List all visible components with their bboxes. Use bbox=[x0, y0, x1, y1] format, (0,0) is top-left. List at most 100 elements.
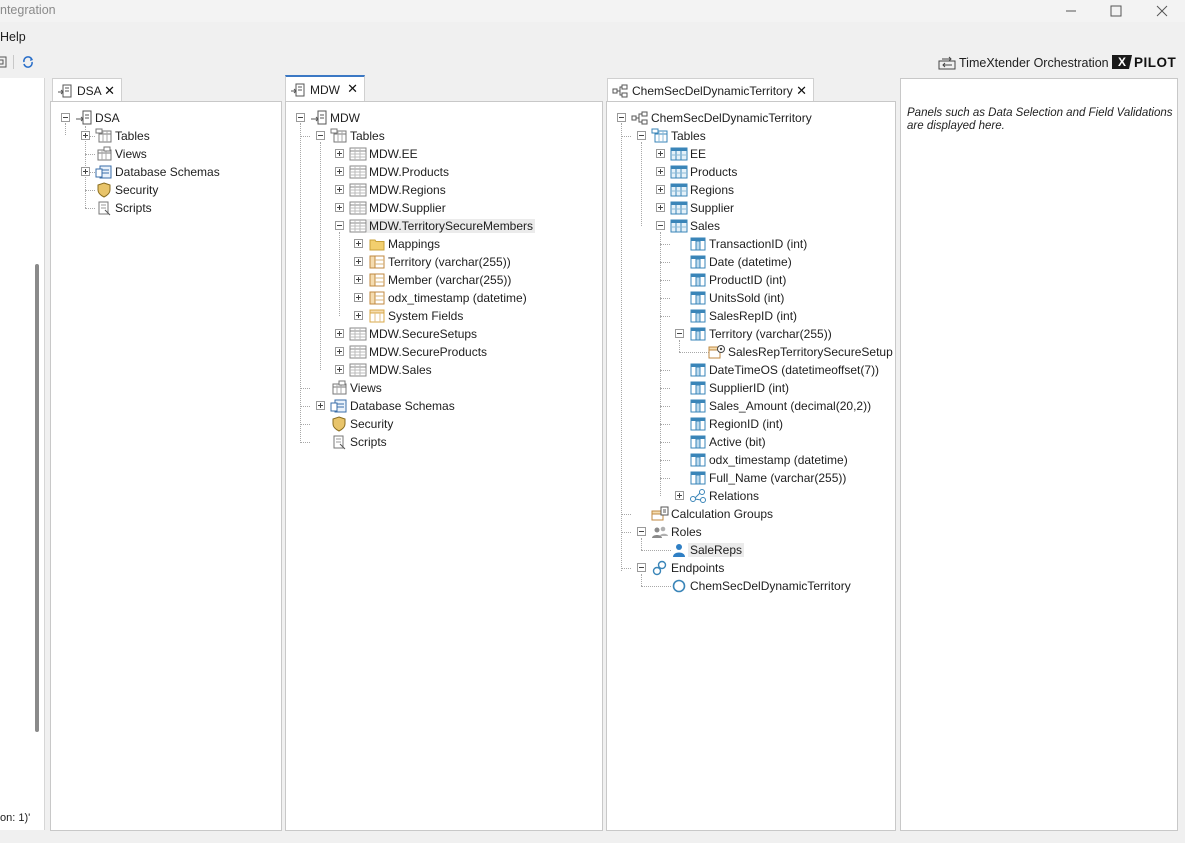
menu-help[interactable]: Help bbox=[0, 30, 26, 44]
save-icon[interactable] bbox=[0, 55, 14, 69]
expand-dsa-tables-toggle[interactable] bbox=[81, 131, 90, 140]
expand-mdw-supplier-toggle[interactable] bbox=[335, 203, 344, 212]
mdw-security-node[interactable]: Security bbox=[330, 415, 395, 433]
field-node[interactable]: odx_timestamp (datetime) bbox=[368, 289, 529, 307]
sales-field-node[interactable]: DateTimeOS (datetimeoffset(7)) bbox=[689, 361, 881, 379]
expand-ee-toggle[interactable] bbox=[656, 149, 665, 158]
sales-field-node[interactable]: SalesRepID (int) bbox=[689, 307, 799, 325]
mdw-table-item[interactable]: MDW.Regions bbox=[349, 181, 448, 199]
roles-node[interactable]: Roles bbox=[651, 523, 704, 541]
dsa-root-node[interactable]: DSA bbox=[75, 109, 122, 127]
expand-mdw-products-toggle[interactable] bbox=[335, 167, 344, 176]
endpoint-item-node[interactable]: ChemSecDelDynamicTerritory bbox=[670, 577, 853, 595]
expand-mdw-schemas-toggle[interactable] bbox=[316, 401, 325, 410]
close-tab-dsa-button[interactable]: ✕ bbox=[104, 83, 115, 98]
expand-secureproducts-toggle[interactable] bbox=[335, 347, 344, 356]
mdw-table-item-selected[interactable]: MDW.TerritorySecureMembers bbox=[349, 217, 536, 235]
sales-field-node[interactable]: Sales_Amount (decimal(20,2)) bbox=[689, 397, 873, 415]
model-table-item[interactable]: Regions bbox=[670, 181, 736, 199]
expand-securesetups-toggle[interactable] bbox=[335, 329, 344, 338]
close-tab-mdw-button[interactable]: ✕ bbox=[347, 81, 358, 96]
minimize-button[interactable] bbox=[1048, 0, 1094, 22]
field-node[interactable]: Member (varchar(255)) bbox=[368, 271, 513, 289]
expand-dsa-schemas-toggle[interactable] bbox=[81, 167, 90, 176]
mdw-table-item[interactable]: MDW.EE bbox=[349, 145, 420, 163]
collapse-mdw-tsm-toggle[interactable] bbox=[335, 221, 344, 230]
collapse-model-tables-toggle[interactable] bbox=[637, 131, 646, 140]
collapse-sales-toggle[interactable] bbox=[656, 221, 665, 230]
sales-field-node[interactable]: TransactionID (int) bbox=[689, 235, 809, 253]
dsa-scripts-node[interactable]: Scripts bbox=[95, 199, 154, 217]
collapse-mdw-tables-toggle[interactable] bbox=[316, 131, 325, 140]
relations-node[interactable]: Relations bbox=[689, 487, 761, 505]
sales-field-node[interactable]: Date (datetime) bbox=[689, 253, 794, 271]
close-window-button[interactable] bbox=[1139, 0, 1185, 22]
mdw-table-item[interactable]: MDW.Products bbox=[349, 163, 451, 181]
tab-semantic-model[interactable]: ChemSecDelDynamicTerritory ✕ bbox=[607, 78, 814, 102]
mdw-views-node[interactable]: Views bbox=[330, 379, 384, 397]
sales-field-node[interactable]: Active (bit) bbox=[689, 433, 768, 451]
expand-mdw-ee-toggle[interactable] bbox=[335, 149, 344, 158]
sales-field-label: Sales_Amount (decimal(20,2)) bbox=[709, 399, 872, 413]
expand-system-fields-toggle[interactable] bbox=[354, 311, 363, 320]
pilot-logo[interactable]: X PILOT bbox=[1112, 54, 1176, 70]
model-tables-node[interactable]: Tables bbox=[651, 127, 708, 145]
dsa-security-node[interactable]: Security bbox=[95, 181, 160, 199]
model-table-item[interactable]: EE bbox=[670, 145, 708, 163]
expand-mdw-sales-toggle[interactable] bbox=[335, 365, 344, 374]
sales-field-node[interactable]: Full_Name (varchar(255)) bbox=[689, 469, 848, 487]
mdw-table-item[interactable]: MDW.Supplier bbox=[349, 199, 448, 217]
model-table-item[interactable]: Sales bbox=[670, 217, 722, 235]
sales-field-node[interactable]: SupplierID (int) bbox=[689, 379, 791, 397]
calculation-groups-label: Calculation Groups bbox=[671, 507, 774, 521]
expand-territory-toggle[interactable] bbox=[354, 257, 363, 266]
model-table-item[interactable]: Products bbox=[670, 163, 739, 181]
expand-relations-toggle[interactable] bbox=[675, 491, 684, 500]
expand-mappings-toggle[interactable] bbox=[354, 239, 363, 248]
collapse-endpoints-toggle[interactable] bbox=[637, 563, 646, 572]
tab-mdw[interactable]: MDW ✕ bbox=[285, 75, 365, 102]
mdw-table-item[interactable]: MDW.SecureProducts bbox=[349, 343, 489, 361]
expand-products-toggle[interactable] bbox=[656, 167, 665, 176]
mdw-scripts-node[interactable]: Scripts bbox=[330, 433, 389, 451]
mdw-table-item[interactable]: MDW.Sales bbox=[349, 361, 434, 379]
sales-field-node[interactable]: Territory (varchar(255)) bbox=[689, 325, 834, 343]
expand-member-toggle[interactable] bbox=[354, 275, 363, 284]
mappings-node[interactable]: Mappings bbox=[368, 235, 442, 253]
dsa-tables-node[interactable]: Tables bbox=[95, 127, 152, 145]
sales-field-node[interactable]: odx_timestamp (datetime) bbox=[689, 451, 850, 469]
orchestration-button[interactable]: TimeXtender Orchestration bbox=[938, 54, 1109, 72]
mdw-table-item[interactable]: MDW.SecureSetups bbox=[349, 325, 479, 343]
mdw-root-node[interactable]: MDW bbox=[310, 109, 362, 127]
collapse-territory-toggle[interactable] bbox=[675, 329, 684, 338]
endpoints-node[interactable]: Endpoints bbox=[651, 559, 726, 577]
expand-mdw-regions-toggle[interactable] bbox=[335, 185, 344, 194]
system-fields-node[interactable]: System Fields bbox=[368, 307, 465, 325]
mdw-schemas-node[interactable]: Database Schemas bbox=[330, 397, 457, 415]
model-root-node[interactable]: ChemSecDelDynamicTerritory bbox=[631, 109, 814, 127]
collapse-dsa-toggle[interactable] bbox=[61, 113, 70, 122]
vertical-scrollbar[interactable] bbox=[35, 264, 39, 732]
expand-supplier-toggle[interactable] bbox=[656, 203, 665, 212]
expand-odx-toggle[interactable] bbox=[354, 293, 363, 302]
tab-dsa[interactable]: DSA ✕ bbox=[52, 78, 122, 102]
dsa-views-node[interactable]: Views bbox=[95, 145, 149, 163]
expand-regions-toggle[interactable] bbox=[656, 185, 665, 194]
maximize-button[interactable] bbox=[1093, 0, 1139, 22]
collapse-model-toggle[interactable] bbox=[617, 113, 626, 122]
model-table-item[interactable]: Supplier bbox=[670, 199, 736, 217]
collapse-mdw-toggle[interactable] bbox=[296, 113, 305, 122]
sales-field-node[interactable]: RegionID (int) bbox=[689, 415, 785, 433]
calculation-groups-node[interactable]: Calculation Groups bbox=[651, 505, 775, 523]
secure-setup-node[interactable]: SalesRepTerritorySecureSetup bbox=[708, 343, 895, 361]
sales-field-node[interactable]: UnitsSold (int) bbox=[689, 289, 786, 307]
dsa-schemas-node[interactable]: Database Schemas bbox=[95, 163, 222, 181]
role-item-node[interactable]: SaleReps bbox=[670, 541, 745, 559]
collapse-roles-toggle[interactable] bbox=[637, 527, 646, 536]
mdw-tables-node[interactable]: Tables bbox=[330, 127, 387, 145]
sales-field-node[interactable]: ProductID (int) bbox=[689, 271, 788, 289]
close-tab-semantic-model-button[interactable]: ✕ bbox=[796, 83, 807, 98]
refresh-icon[interactable] bbox=[21, 55, 35, 69]
model-table-label: EE bbox=[690, 147, 707, 161]
field-node[interactable]: Territory (varchar(255)) bbox=[368, 253, 513, 271]
